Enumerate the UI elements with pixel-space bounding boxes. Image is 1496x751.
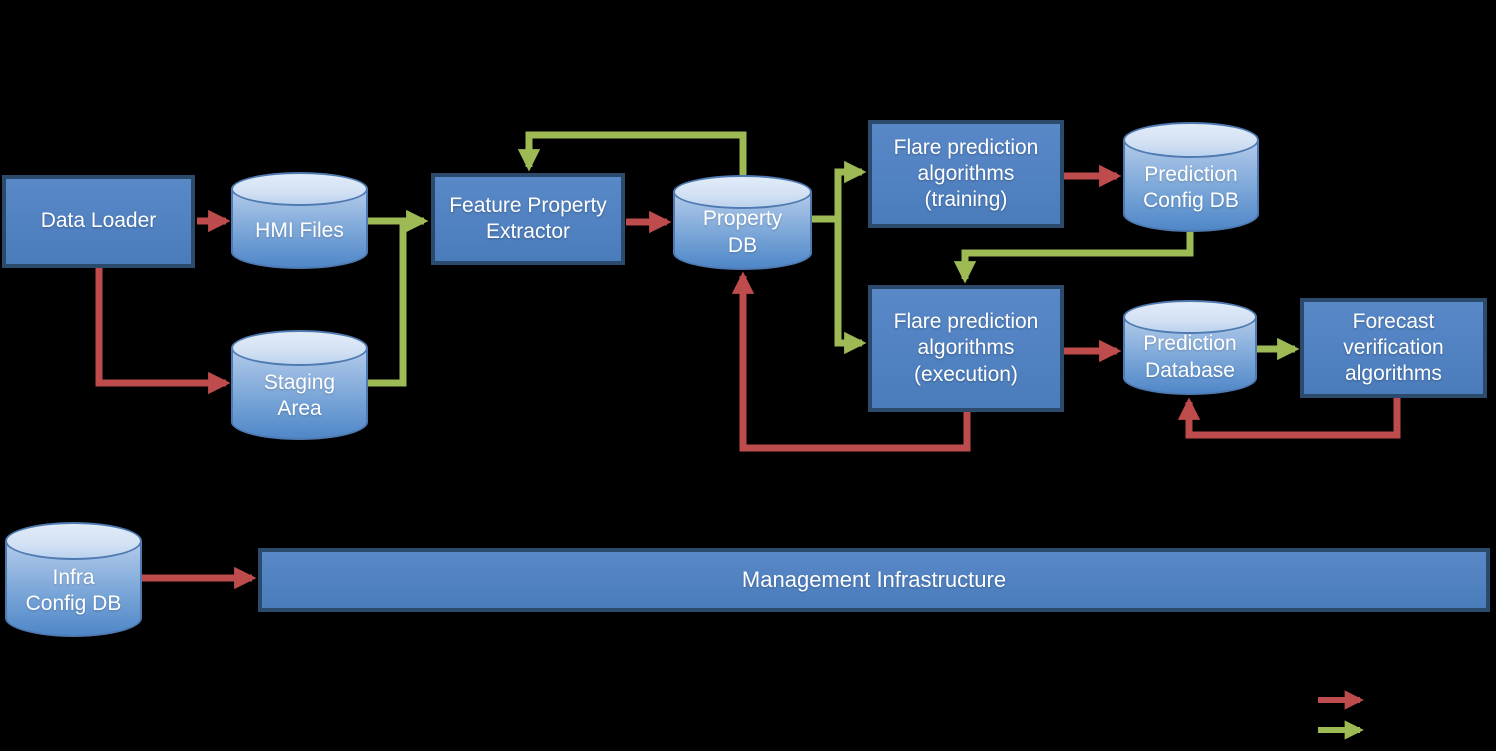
node-prediction-database: Prediction Database [1123,300,1257,395]
node-feature-property-extractor-label: Feature Property Extractor [449,193,607,243]
node-hmi-files-label: HMI Files [255,218,344,242]
node-flare-prediction-training-label: Flare prediction algorithms (training) [893,135,1039,212]
edge-prediction-config-db-to-execution [953,232,1194,284]
cylinder-top [673,175,812,209]
node-flare-prediction-execution: Flare prediction algorithms (execution) [868,285,1064,412]
node-hmi-files: HMI Files [231,172,368,269]
node-forecast-verification-label: Forecast verification algorithms [1343,309,1444,386]
node-staging-area: Staging Area [231,330,368,440]
node-property-db: Property DB [673,175,812,270]
node-staging-area-label: Staging Area [263,370,336,420]
edge-forecast-to-prediction-database [1177,397,1401,439]
node-infra-config-db: Infra Config DB [5,522,142,637]
node-data-loader-label: Data Loader [40,209,157,233]
node-prediction-config-db: Prediction Config DB [1123,122,1259,232]
edge-execution-to-property-db [731,271,971,452]
node-data-loader: Data Loader [2,175,195,268]
cylinder-top [1123,300,1257,334]
node-flare-prediction-execution-label: Flare prediction algorithms (execution) [893,310,1039,386]
cylinder-top [231,172,368,206]
node-management-infrastructure: Management Infrastructure [258,548,1490,612]
node-prediction-config-db-label: Prediction Config DB [1143,162,1239,212]
edge-property-db-to-execution [834,219,867,355]
node-property-db-label: Property DB [702,207,783,257]
edge-property-db-to-extractor-feedback [517,131,747,175]
edge-data-loader-to-staging-area [95,268,231,395]
node-infra-config-db-label: Infra Config DB [25,565,122,615]
cylinder-top [5,522,142,560]
edge-property-db-to-training [812,160,867,223]
node-management-infrastructure-label: Management Infrastructure [741,567,1007,593]
node-forecast-verification: Forecast verification algorithms [1300,298,1487,398]
cylinder-top [1123,122,1259,158]
cylinder-body [673,192,812,270]
node-flare-prediction-training: Flare prediction algorithms (training) [868,120,1064,228]
node-feature-property-extractor: Feature Property Extractor [431,173,625,265]
cylinder-top [231,330,368,366]
edge-staging-area-junction [368,221,407,387]
node-prediction-database-label: Prediction Database [1143,332,1237,382]
